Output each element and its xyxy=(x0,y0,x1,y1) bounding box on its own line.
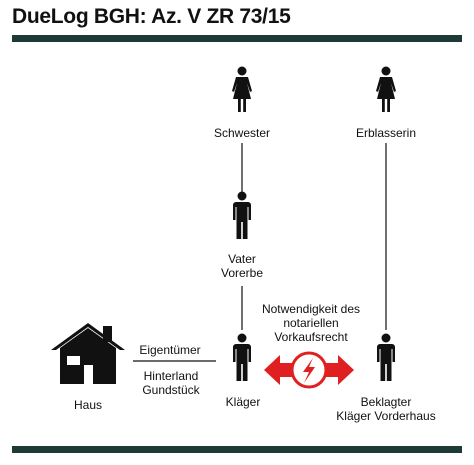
node-label-schwester: Schwester xyxy=(213,126,271,140)
bottom-divider xyxy=(12,446,462,453)
beklagter-role: Kläger Vorderhaus xyxy=(336,409,436,423)
edge-label-hinterland: Hinterland xyxy=(143,369,199,383)
top-divider xyxy=(12,35,462,42)
beklagter-name: Beklagter xyxy=(360,395,412,409)
node-label-klaeger: Kläger xyxy=(225,395,261,409)
edge-label-eigentuemer: Eigentümer xyxy=(139,343,201,357)
vater-role: Vorerbe xyxy=(220,266,264,280)
house-icon xyxy=(51,323,125,384)
vater-name: Vater xyxy=(228,252,256,266)
double-arrow-icon xyxy=(264,351,354,389)
man-icon xyxy=(233,333,251,381)
edge-label-gundstueck: Gundstück xyxy=(142,383,200,397)
page-title: DueLog BGH: Az. V ZR 73/15 xyxy=(12,5,291,28)
node-label-erblasserin: Erblasserin xyxy=(355,126,417,140)
man-icon xyxy=(233,191,251,239)
edge-label-grundstueck: Hinterland Gundstück xyxy=(142,369,199,397)
node-label-vater: Vater Vorerbe xyxy=(221,252,263,280)
woman-icon xyxy=(232,66,252,112)
node-label-beklagter: Beklagter Kläger Vorderhaus xyxy=(336,395,435,423)
lightning-icon xyxy=(303,358,315,383)
conflict-line-3: Vorkaufsrecht xyxy=(274,330,348,344)
conflict-line-1: Notwendigkeit des xyxy=(261,302,361,316)
man-icon xyxy=(377,333,395,381)
conflict-line-2: notariellen xyxy=(283,316,339,330)
woman-icon xyxy=(376,66,396,112)
edge-label-conflict: Notwendigkeit des notariellen Vorkaufsre… xyxy=(262,302,360,344)
node-label-haus: Haus xyxy=(73,398,103,412)
